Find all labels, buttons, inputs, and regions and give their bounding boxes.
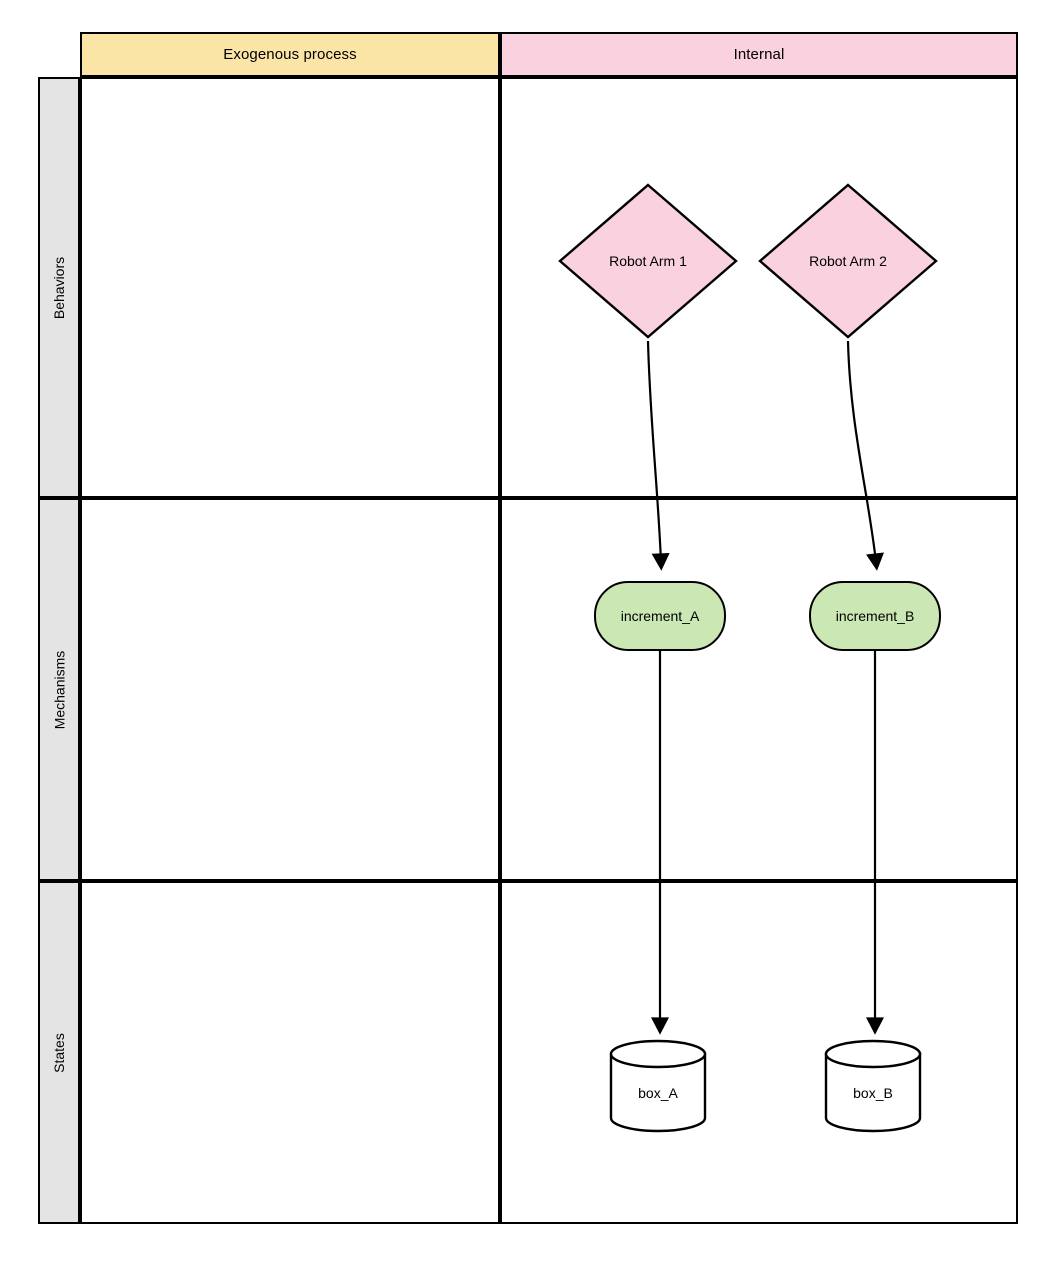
row-header-behaviors-label: Behaviors	[51, 256, 68, 319]
column-header-exogenous-process-label: Exogenous process	[223, 46, 357, 63]
node-box-b-label: box_B	[853, 1085, 893, 1101]
swimlane-grid: Exogenous process Internal Behaviors Mec…	[38, 32, 1018, 1224]
lane-cell-internal-mechanisms	[500, 498, 1018, 881]
lane-cell-exogenous-states	[80, 881, 500, 1224]
column-header-internal-label: Internal	[733, 46, 785, 63]
cylinder-shape	[609, 1039, 707, 1133]
node-box-a-label: box_A	[638, 1085, 678, 1101]
row-header-states[interactable]: States	[38, 881, 80, 1224]
row-header-behaviors[interactable]: Behaviors	[38, 77, 80, 498]
diamond-shape	[758, 183, 938, 339]
node-robot-arm-1[interactable]: Robot Arm 1	[557, 182, 739, 340]
row-header-states-label: States	[51, 1032, 68, 1073]
lane-cell-internal-states	[500, 881, 1018, 1224]
lane-cell-exogenous-behaviors	[80, 77, 500, 498]
node-increment-b-label: increment_B	[835, 608, 915, 624]
cylinder-shape	[824, 1039, 922, 1133]
node-box-b[interactable]: box_B	[824, 1039, 922, 1133]
column-header-internal[interactable]: Internal	[500, 32, 1018, 77]
node-box-a[interactable]: box_A	[609, 1039, 707, 1133]
node-increment-a-label: increment_A	[620, 608, 700, 624]
row-header-mechanisms[interactable]: Mechanisms	[38, 498, 80, 881]
diamond-shape	[558, 183, 738, 339]
node-robot-arm-1-label: Robot Arm 1	[609, 253, 687, 269]
node-robot-arm-2[interactable]: Robot Arm 2	[757, 182, 939, 340]
node-robot-arm-2-label: Robot Arm 2	[809, 253, 887, 269]
lane-cell-exogenous-mechanisms	[80, 498, 500, 881]
row-header-mechanisms-label: Mechanisms	[51, 650, 67, 729]
column-header-exogenous-process[interactable]: Exogenous process	[80, 32, 500, 77]
node-increment-b[interactable]: increment_B	[809, 581, 941, 651]
node-increment-a[interactable]: increment_A	[594, 581, 726, 651]
lane-cell-internal-behaviors	[500, 77, 1018, 498]
